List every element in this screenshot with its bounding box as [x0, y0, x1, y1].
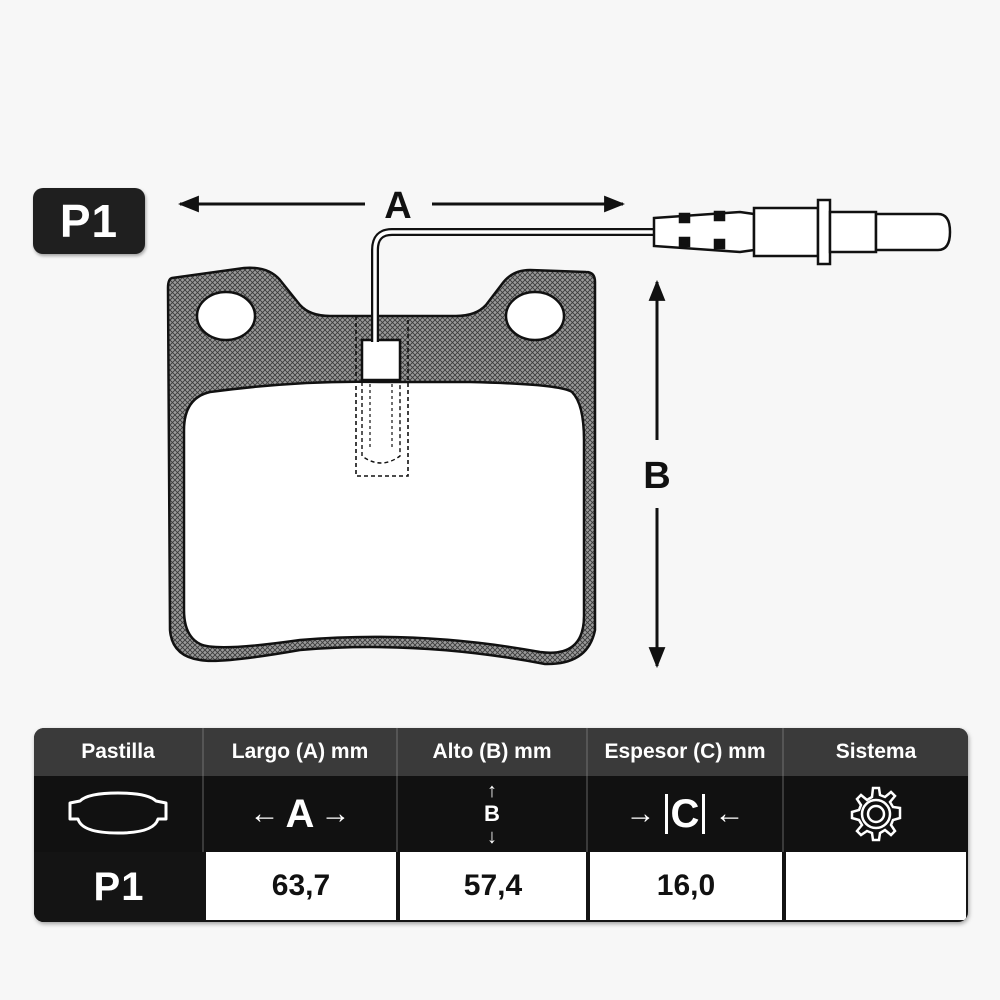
header-alto: Alto (B) mm: [398, 728, 588, 776]
gear-icon: [784, 776, 968, 852]
header-pastilla: Pastilla: [34, 728, 204, 776]
specs-icon-row: ← A → ↑ B ↓ → C ←: [34, 776, 968, 852]
header-sistema: Sistema: [835, 740, 917, 763]
arrow-right-icon: →: [320, 797, 351, 830]
dimension-b: B: [643, 279, 671, 669]
sensor-connector: [652, 198, 952, 266]
header-espesor: Espesor (C) mm: [588, 728, 784, 776]
wear-sensor-insert: [355, 316, 409, 477]
value-largo: 63,7: [204, 852, 398, 922]
arrow-left-icon: ←: [714, 797, 745, 830]
thickness-icon: → C ←: [588, 776, 784, 852]
arrow-right-icon: →: [625, 797, 656, 830]
height-icon: ↑ B ↓: [398, 776, 588, 852]
length-icon-label: A: [285, 791, 315, 836]
arrow-left-icon: ←: [249, 797, 280, 830]
value-sistema: [784, 852, 968, 922]
dimension-a: A: [177, 185, 626, 227]
value-espesor: 16,0: [588, 852, 784, 922]
mounting-hole-left: [195, 290, 257, 342]
value-pastilla: P1: [34, 852, 204, 922]
dimension-b-label: B: [643, 455, 670, 497]
header-largo: Largo (A) mm: [204, 728, 398, 776]
pad-code-badge: P1: [33, 188, 145, 254]
sensor-wire-inner: [373, 230, 654, 342]
arrow-up-icon: ↑: [486, 780, 497, 802]
specs-value-row: P1 63,7 57,4 16,0: [34, 852, 968, 922]
height-icon-label: B: [484, 801, 500, 826]
dimension-a-label: A: [384, 185, 411, 227]
arrow-down-icon: ↓: [486, 826, 497, 848]
specs-header-row: Pastilla Largo (A) mm Alto (B) mm Espeso…: [34, 728, 968, 776]
friction-material: [182, 380, 586, 654]
brake-pad-diagram: A B: [166, 185, 952, 669]
mounting-hole-right: [504, 290, 566, 342]
thickness-icon-label: C: [670, 791, 700, 836]
value-alto: 57,4: [398, 852, 588, 922]
length-icon: ← A →: [204, 776, 398, 852]
specs-table: Pastilla Largo (A) mm Alto (B) mm Espeso…: [34, 728, 968, 922]
brake-pad-icon: [34, 776, 204, 852]
